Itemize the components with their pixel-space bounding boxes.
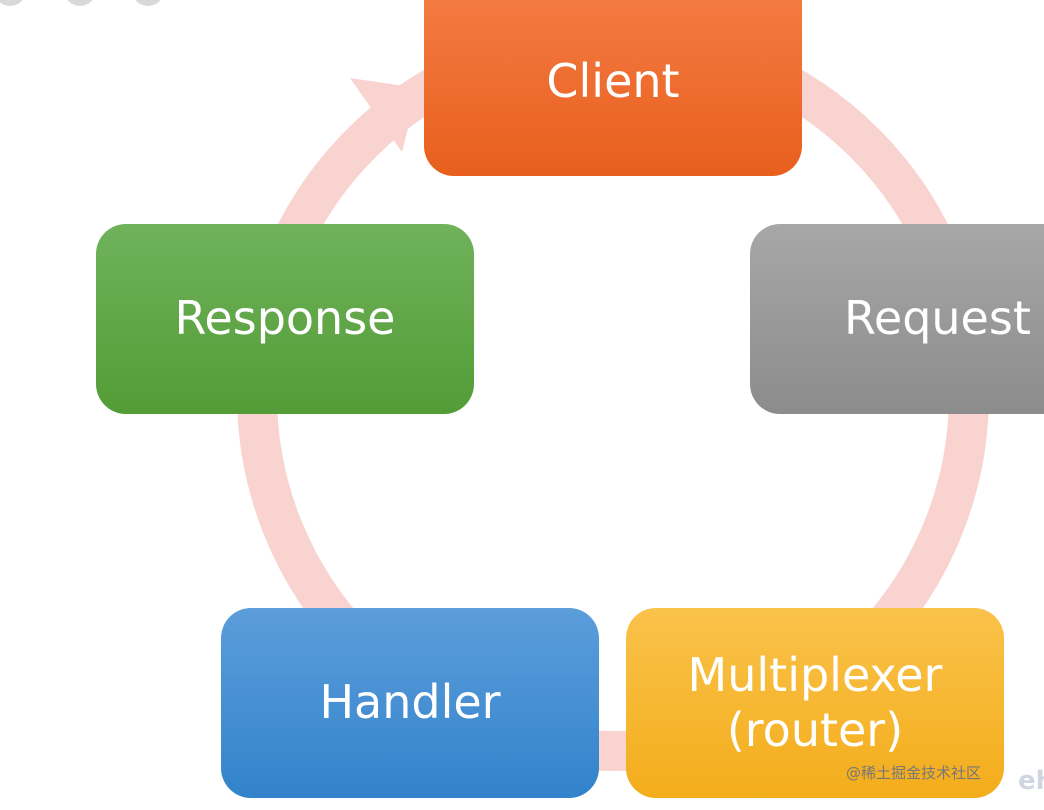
request-label: Request (844, 291, 1031, 346)
handler-node: Handler (221, 608, 599, 798)
multiplexer-label: Multiplexer (router) (687, 647, 943, 757)
response-label: Response (174, 291, 396, 346)
multiplexer-node: Multiplexer (router) (626, 608, 1004, 798)
client-label: Client (546, 54, 680, 109)
cycle-arrowhead (350, 78, 418, 152)
watermark-text: @稀土掘金技术社区 (846, 764, 982, 782)
client-node: Client (424, 0, 802, 176)
corner-dots-decoration (0, 0, 161, 6)
request-node: Request (750, 224, 1044, 414)
handler-label: Handler (319, 675, 501, 730)
watermark-logo: eh (1018, 766, 1044, 796)
response-node: Response (96, 224, 474, 414)
